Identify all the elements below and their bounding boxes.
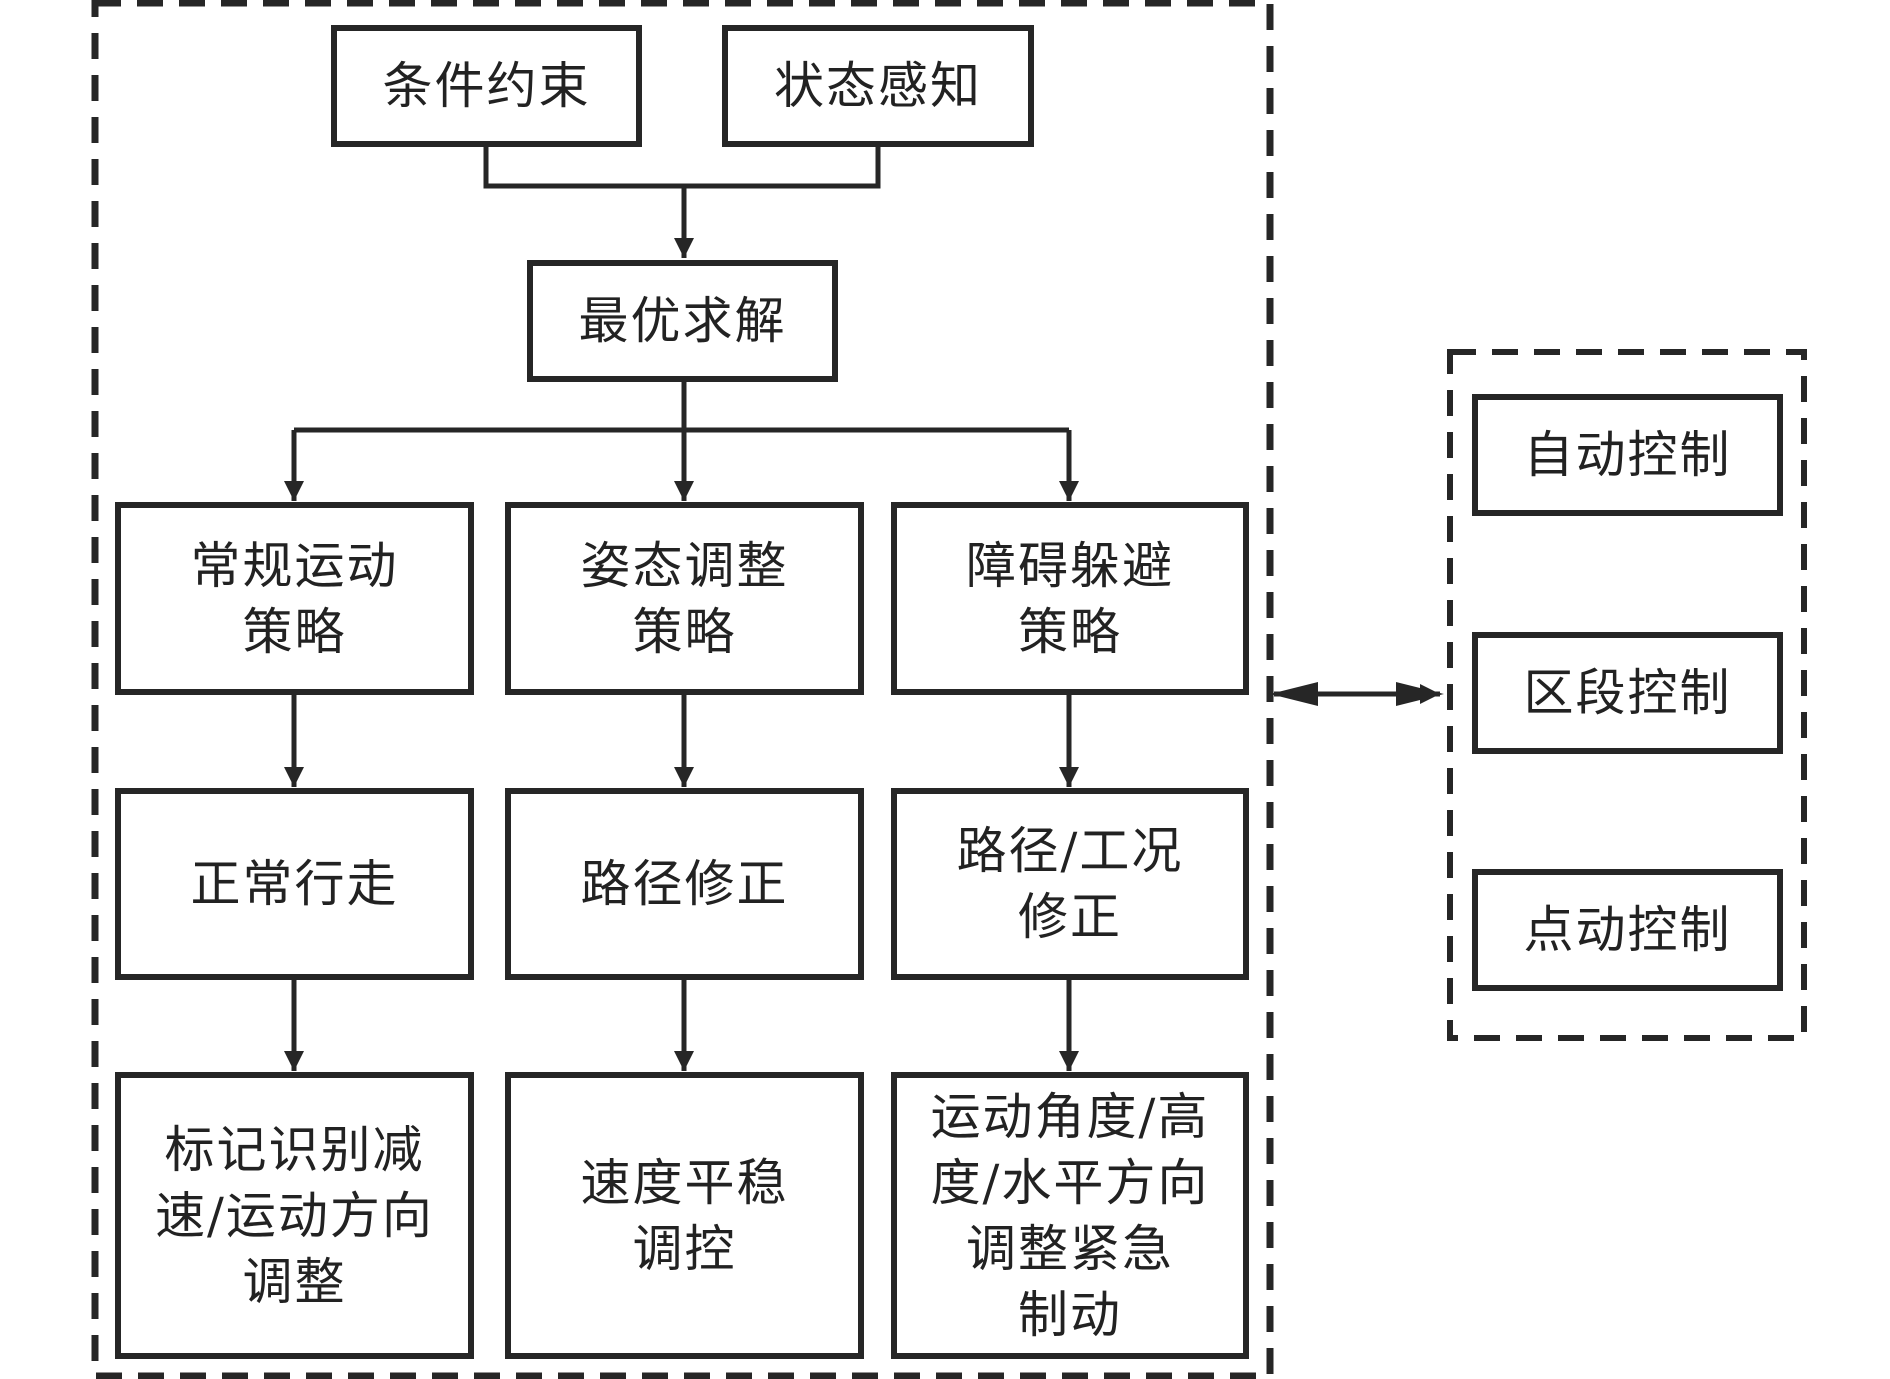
detail-line: 制动 (1018, 1285, 1122, 1344)
action-line: 路径修正 (580, 855, 789, 913)
detail-box-emergency-brake: 运动角度/高 度/水平方向 调整紧急 制动 (891, 1072, 1249, 1359)
control-mode-label: 区段控制 (1523, 664, 1732, 722)
strategy-line: 姿态调整 (580, 536, 789, 595)
detail-line: 调控 (632, 1219, 737, 1278)
detail-line: 运动角度/高 (930, 1087, 1210, 1146)
solver-label: 最优求解 (578, 292, 787, 350)
control-mode-section: 区段控制 (1472, 632, 1783, 754)
input-label-constraints: 条件约束 (382, 57, 591, 115)
control-mode-jog: 点动控制 (1472, 869, 1783, 991)
strategy-box-attitude-adjust: 姿态调整 策略 (505, 502, 864, 695)
action-line: 正常行走 (190, 855, 399, 913)
input-box-state-sensing: 状态感知 (722, 25, 1034, 147)
action-box-path-condition-correct: 路径/工况 修正 (891, 788, 1249, 980)
action-line: 路径/工况 (956, 822, 1184, 880)
action-line: 修正 (1018, 888, 1122, 946)
solver-box: 最优求解 (527, 260, 838, 382)
bidirectional-arrow-left-head (1270, 682, 1318, 706)
detail-line: 标记识别减 (164, 1120, 425, 1179)
action-box-normal-walk: 正常行走 (115, 788, 474, 980)
input-box-constraints: 条件约束 (331, 25, 642, 147)
control-mode-label: 自动控制 (1523, 426, 1732, 484)
detail-line: 调整紧急 (966, 1219, 1174, 1278)
main-system-frame (91, 0, 1274, 1379)
detail-line: 速度平稳 (580, 1153, 789, 1212)
strategy-line: 常规运动 (190, 536, 399, 595)
control-mode-frame (1447, 349, 1807, 1041)
merge-connector (483, 146, 881, 189)
control-mode-label: 点动控制 (1523, 901, 1732, 959)
strategy-line: 障碍躲避 (966, 536, 1174, 595)
input-label-state-sensing: 状态感知 (774, 57, 982, 115)
detail-line: 调整 (242, 1252, 347, 1311)
strategy-line: 策略 (632, 602, 737, 661)
strategy-line: 策略 (242, 602, 347, 661)
strategy-line: 策略 (1018, 602, 1122, 661)
strategy-box-obstacle-avoid: 障碍躲避 策略 (891, 502, 1249, 695)
detail-line: 速/运动方向 (155, 1186, 434, 1245)
action-box-path-correct: 路径修正 (505, 788, 864, 980)
control-mode-auto: 自动控制 (1472, 394, 1783, 516)
detail-box-marker-decel: 标记识别减 速/运动方向 调整 (115, 1072, 474, 1359)
strategy-box-normal-motion: 常规运动 策略 (115, 502, 474, 695)
detail-box-speed-stable: 速度平稳 调控 (505, 1072, 864, 1359)
bidirectional-arrow-right-head (1396, 682, 1444, 706)
detail-line: 度/水平方向 (930, 1153, 1210, 1212)
